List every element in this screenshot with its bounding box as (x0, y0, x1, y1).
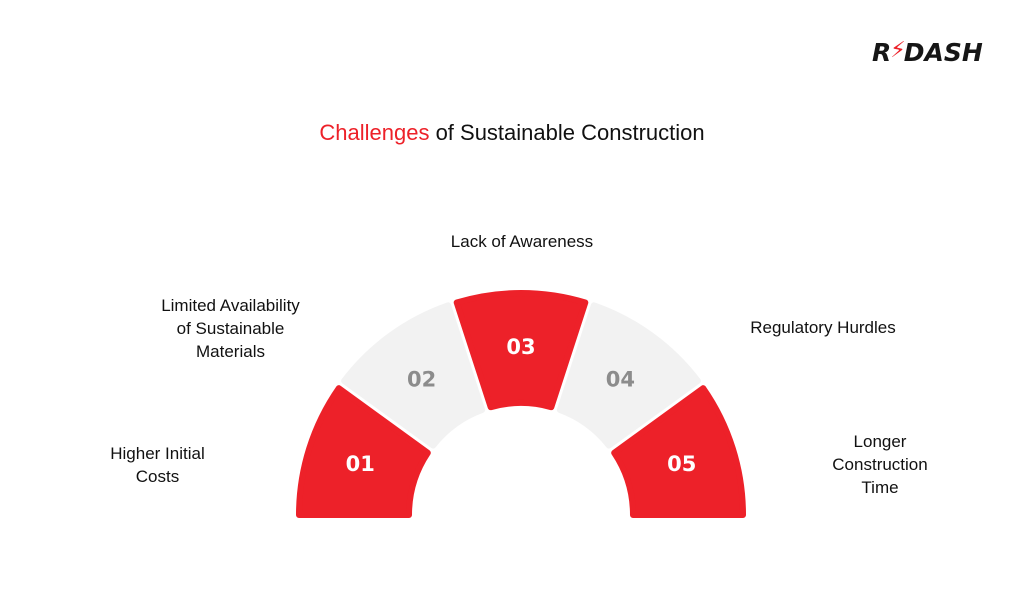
title-rest: of Sustainable Construction (429, 120, 705, 145)
label-line: Limited Availability (161, 296, 300, 315)
segment-05 (611, 385, 746, 518)
label-lack-of-awareness: Lack of Awareness (412, 230, 632, 253)
segment-04 (556, 302, 701, 449)
label-line: Higher Initial (110, 444, 205, 463)
label-limited-availability: Limited Availability of Sustainable Mate… (128, 294, 333, 363)
label-longer-construction-time: Longer Construction Time (805, 430, 955, 499)
segment-number: 04 (606, 367, 635, 391)
label-line: Materials (196, 342, 265, 361)
segment-number: 01 (346, 452, 375, 476)
segment-number: 02 (407, 367, 436, 391)
segment-number: 05 (667, 452, 696, 476)
lightning-bolt-icon: ⚡ (890, 38, 906, 63)
label-line: Lack of Awareness (450, 232, 594, 251)
segment-03 (453, 290, 589, 411)
title-highlight: Challenges (319, 120, 430, 145)
label-line: Construction (832, 455, 928, 474)
label-line: Longer (853, 432, 907, 451)
page-title: Challenges of Sustainable Construction (0, 120, 1024, 146)
label-line: Regulatory Hurdles (750, 318, 896, 337)
label-line: Costs (135, 467, 180, 486)
brand-logo: R⚡DASH (872, 38, 983, 67)
segment-02 (341, 302, 486, 449)
label-line: of Sustainable (176, 319, 285, 338)
label-higher-initial-costs: Higher Initial Costs (80, 442, 235, 488)
label-line: Time (861, 478, 899, 497)
label-regulatory-hurdles: Regulatory Hurdles (718, 316, 928, 339)
brand-logo-prefix: R (872, 38, 892, 67)
segment-number: 03 (506, 335, 535, 359)
brand-logo-suffix: DASH (903, 38, 983, 67)
segment-01 (296, 385, 431, 518)
